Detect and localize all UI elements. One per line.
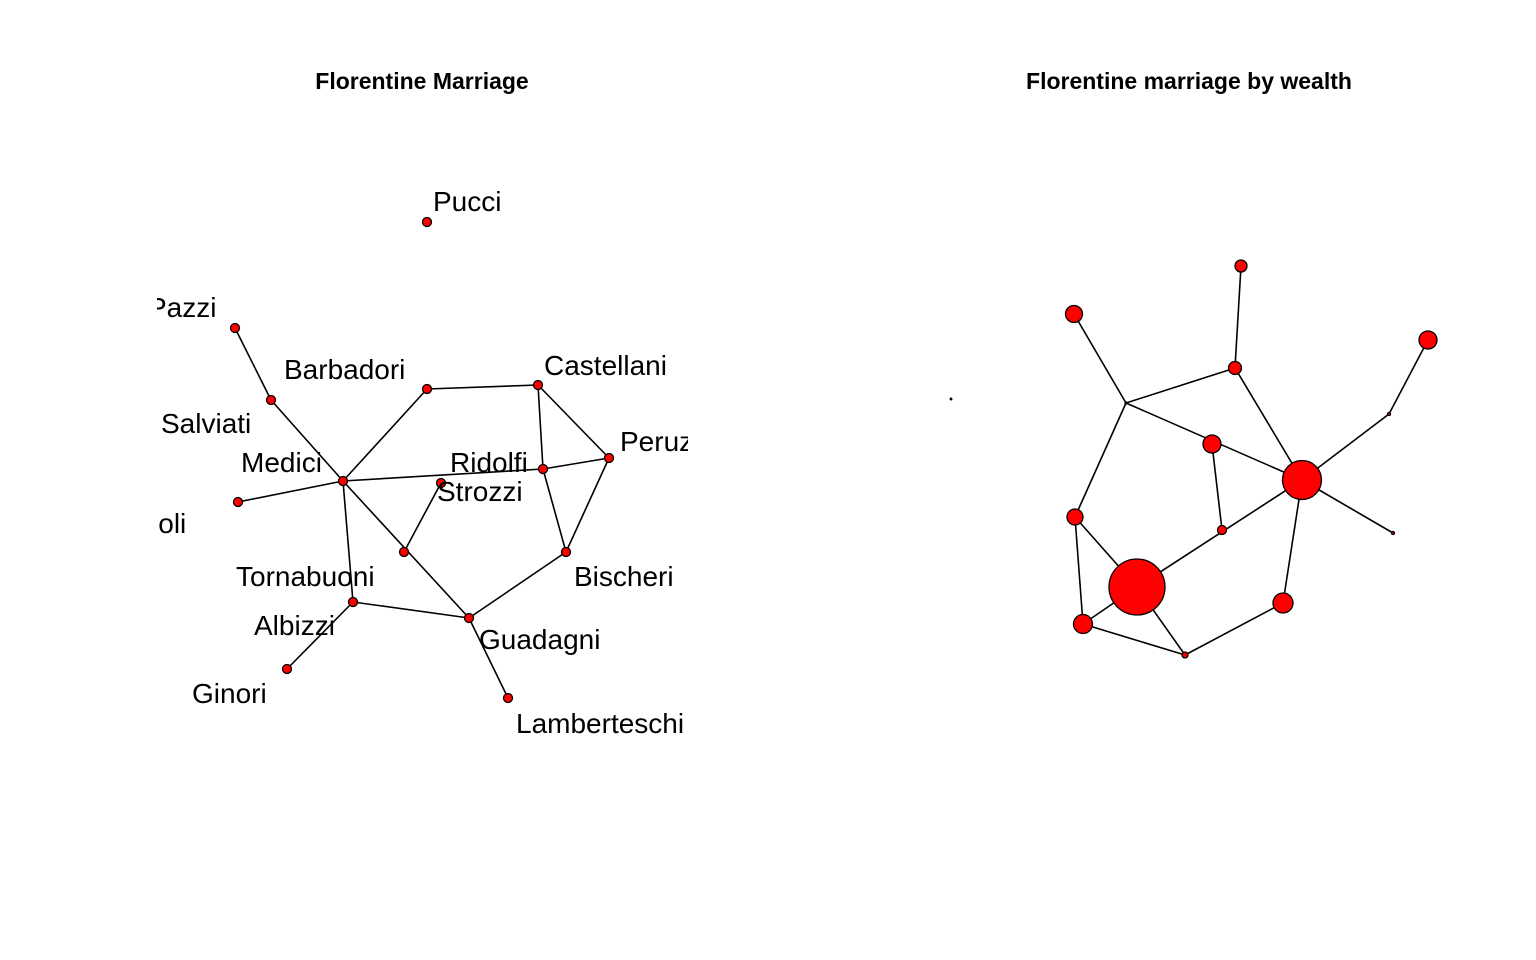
label-medici: Medici	[241, 447, 322, 478]
node-salviati	[265, 394, 277, 406]
label-albizzi: Albizzi	[254, 610, 335, 641]
node-ginori	[281, 663, 293, 675]
edge-barbadori-castellani	[426, 384, 539, 390]
node-r-isolate	[949, 397, 953, 401]
label-acciaiuoli: Acciaiuoli	[68, 508, 186, 539]
label-bischeri: Bischeri	[574, 561, 674, 592]
label-lamberteschi: Lamberteschi	[516, 708, 684, 739]
node-ridolfi	[435, 477, 447, 489]
node-barbadori	[421, 383, 433, 395]
edge-medici-albizzi	[342, 480, 354, 603]
edge-r-b	[1125, 367, 1236, 404]
label-salviati: Salviati	[161, 408, 251, 439]
node-r-10	[1216, 524, 1228, 536]
edge-r-f	[1234, 367, 1303, 481]
node-r-7	[1386, 411, 1392, 417]
edge-r-g	[1211, 443, 1223, 531]
node-r-1	[1064, 304, 1084, 324]
edge-r-d	[1074, 402, 1127, 518]
edge-r-k	[1282, 479, 1303, 604]
edge-r-q	[1082, 623, 1186, 656]
node-bischeri	[560, 546, 572, 558]
node-pucci	[421, 216, 433, 228]
node-r-2	[1234, 259, 1248, 273]
left-nodes	[229, 216, 615, 704]
edge-ridolfi-tornabuoni	[403, 482, 442, 553]
edge-bischeri-guadagni	[468, 551, 567, 619]
node-r-6	[1202, 434, 1222, 454]
right-plot-title: Florentine marriage by wealth	[1026, 68, 1352, 94]
label-strozzi: Strozzi	[437, 476, 523, 507]
left-network-panel: Florentine Marriage	[68, 68, 713, 739]
node-r-8	[1281, 459, 1323, 501]
node-r-11	[1390, 530, 1396, 536]
node-r-15	[1181, 651, 1189, 659]
node-castellani	[532, 379, 544, 391]
node-albizzi	[347, 596, 359, 608]
right-network-panel: Florentine marriage by wealth	[949, 68, 1438, 659]
label-castellani: Castellani	[544, 350, 667, 381]
node-r-13	[1272, 592, 1294, 614]
edge-r-n	[1074, 516, 1084, 625]
edge-strozzi-peruzzi	[542, 457, 610, 470]
edge-guadagni-lamberteschi	[468, 617, 509, 699]
edge-acciaiuoli-medici	[237, 480, 344, 503]
node-lamberteschi	[502, 692, 514, 704]
label-peruzzi: Peruzzi	[620, 426, 713, 457]
label-barbadori: Barbadori	[284, 354, 405, 385]
edge-medici-barbadori	[342, 388, 428, 482]
label-pazzi: Pazzi	[148, 292, 216, 323]
edge-peruzzi-bischeri	[565, 457, 610, 553]
edge-albizzi-guadagni	[352, 601, 470, 619]
node-acciaiuoli	[232, 496, 244, 508]
right-edges	[1073, 265, 1429, 656]
node-tornabuoni	[398, 546, 410, 558]
edge-r-a	[1073, 313, 1127, 404]
node-r-12	[1108, 558, 1166, 616]
edge-castellani-strozzi	[537, 384, 544, 470]
edge-r-e	[1234, 265, 1242, 369]
edge-castellani-peruzzi	[537, 384, 610, 459]
edge-r-r	[1184, 602, 1284, 656]
edge-pazzi-salviati	[234, 327, 272, 401]
node-r-4	[1418, 330, 1438, 350]
right-nodes	[949, 259, 1438, 659]
node-r-9	[1066, 508, 1084, 526]
label-pucci: Pucci	[433, 186, 501, 217]
label-ginori: Ginori	[192, 678, 267, 709]
node-strozzi	[537, 463, 549, 475]
node-medici	[337, 475, 349, 487]
node-guadagni	[463, 612, 475, 624]
edge-salviati-medici	[270, 399, 344, 482]
node-pazzi	[229, 322, 241, 334]
edge-albizzi-ginori	[286, 601, 354, 670]
label-ridolfi: Ridolfi	[450, 447, 528, 478]
edge-medici-ridolfi	[342, 468, 544, 482]
node-r-14	[1072, 613, 1094, 635]
edge-strozzi-bischeri	[542, 468, 567, 553]
edge-r-l	[1388, 339, 1429, 415]
label-tornabuoni: Tornabuoni	[236, 561, 375, 592]
node-peruzzi	[603, 452, 615, 464]
left-labels: Pucci Pazzi Barbadori Castellani Salviat…	[68, 186, 713, 739]
label-guadagni: Guadagni	[479, 624, 600, 655]
left-plot-title: Florentine Marriage	[315, 68, 528, 94]
node-r-5	[1124, 401, 1128, 405]
node-r-3	[1227, 360, 1243, 376]
